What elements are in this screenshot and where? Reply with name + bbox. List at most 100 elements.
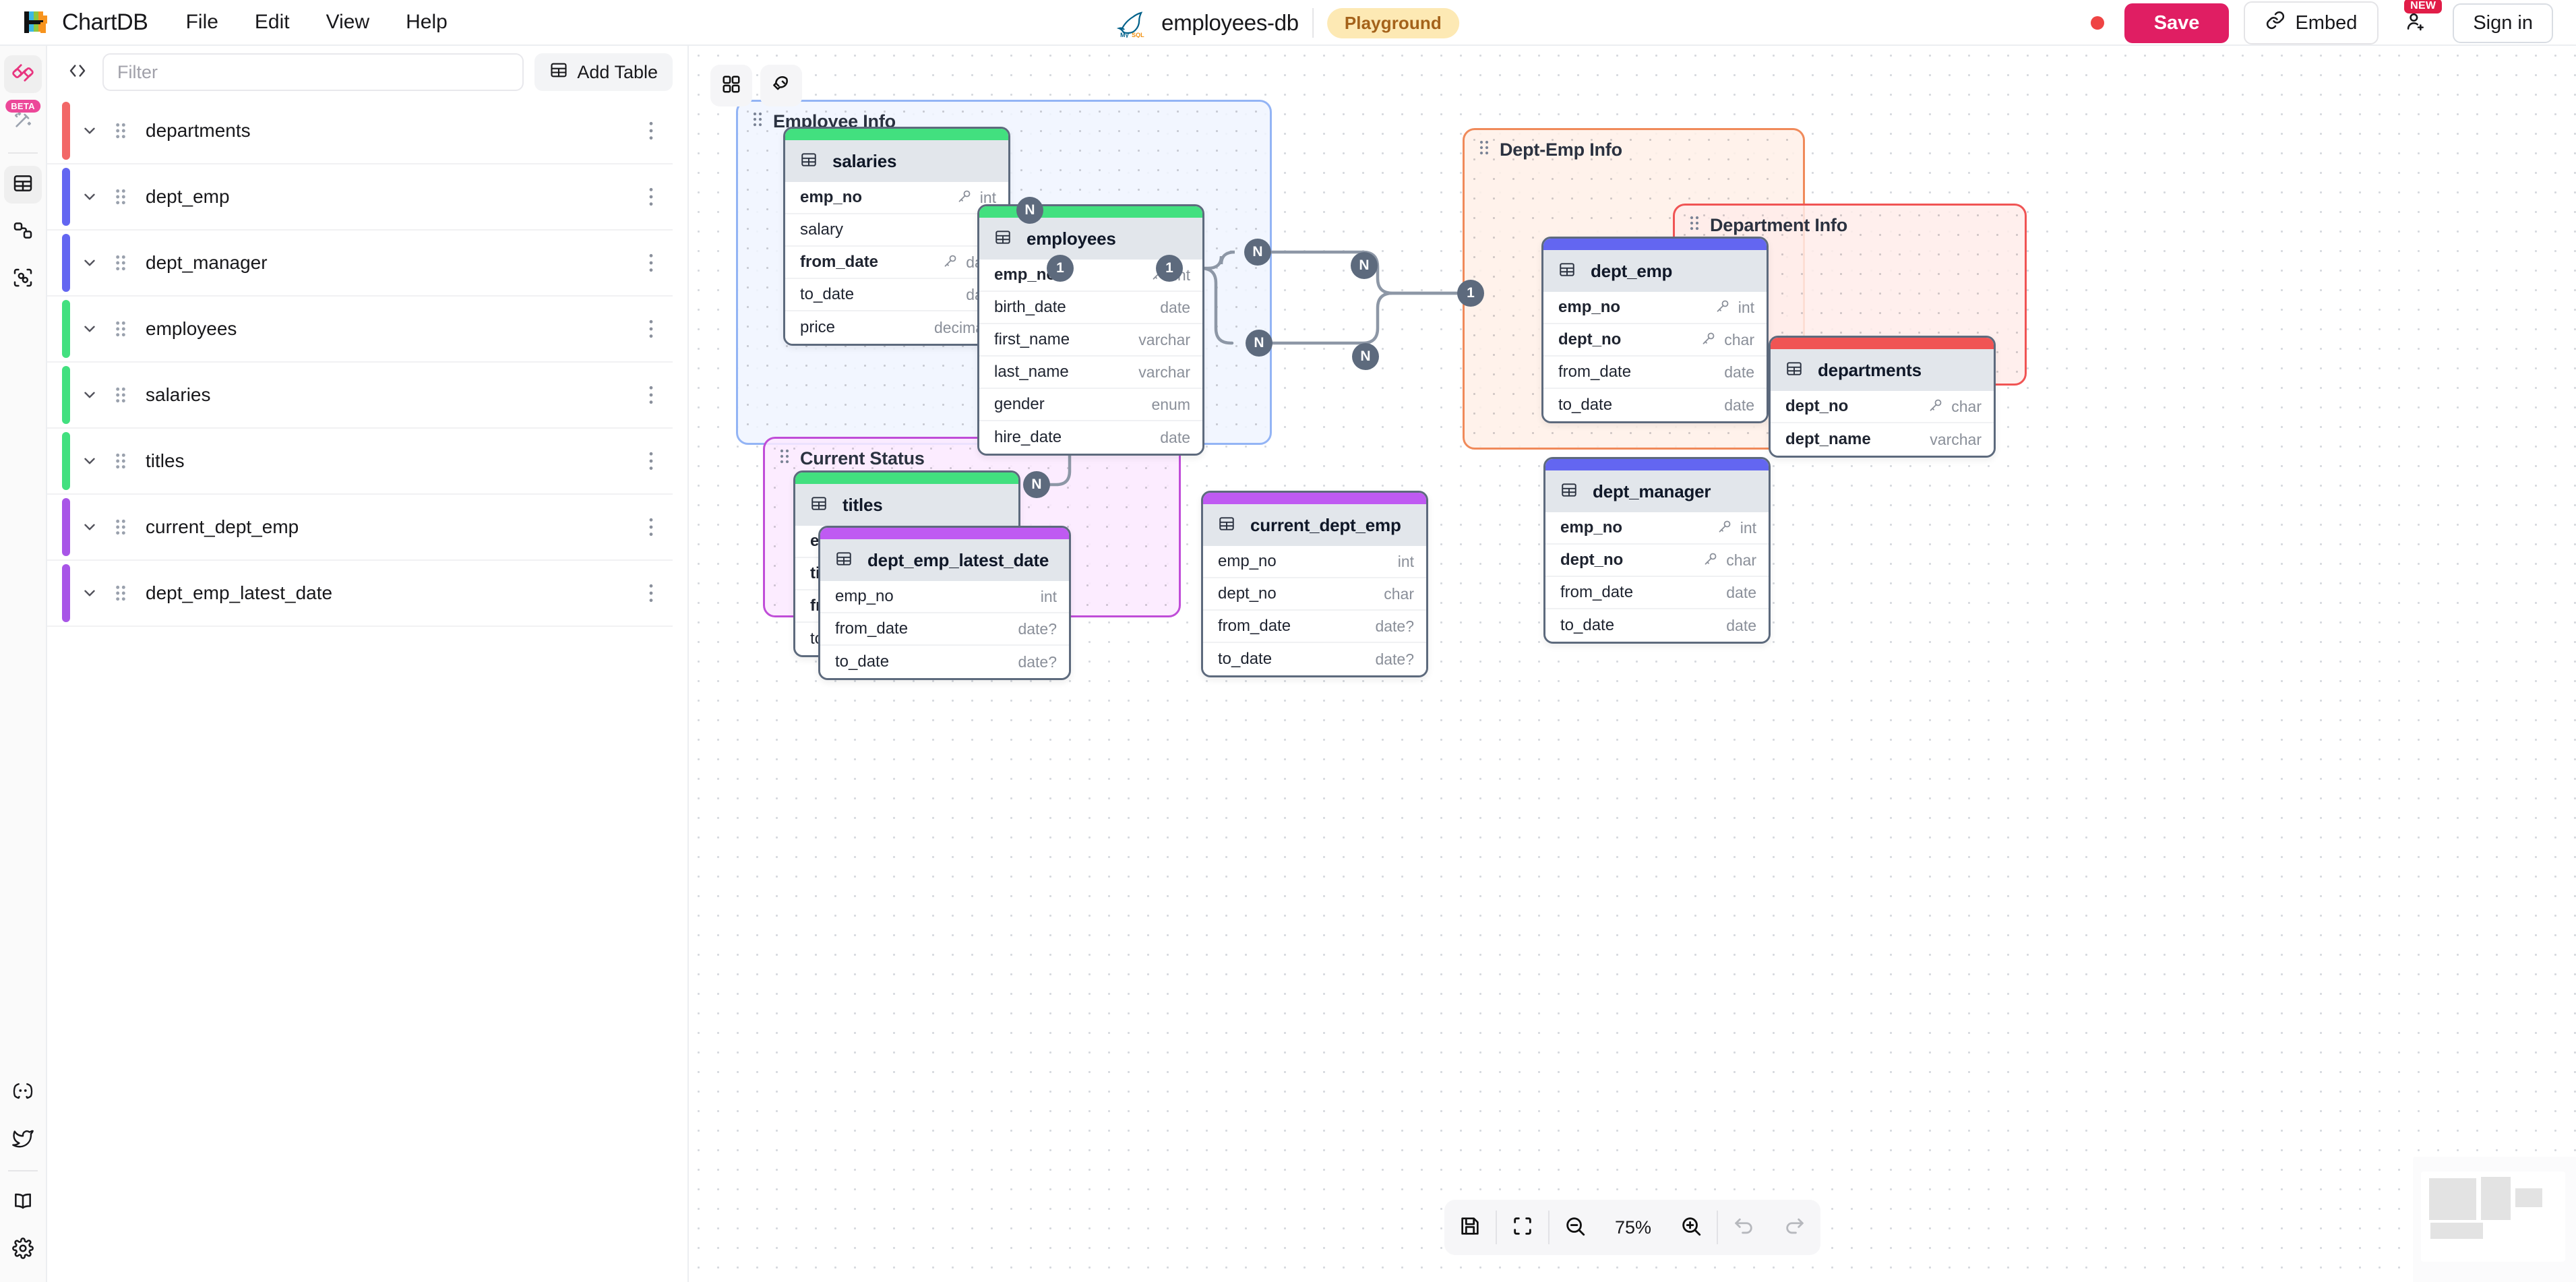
- table-column-row[interactable]: hire_datedate: [979, 421, 1202, 454]
- table-column-row[interactable]: dept_nochar: [1203, 578, 1426, 611]
- table-column-row[interactable]: to_datedate: [1545, 609, 1769, 642]
- table-node[interactable]: departmentsdept_nochardept_namevarchar: [1769, 336, 1996, 458]
- table-options-button[interactable]: [638, 187, 665, 207]
- drag-handle-icon[interactable]: [108, 518, 133, 536]
- table-list-item[interactable]: dept_emp: [47, 164, 673, 231]
- table-node-header[interactable]: titles: [795, 484, 1018, 526]
- table-column-row[interactable]: emp_noint: [820, 581, 1069, 613]
- chevron-down-icon[interactable]: [78, 386, 101, 404]
- table-column-row[interactable]: from_datedate?: [820, 613, 1069, 646]
- table-node[interactable]: dept_empemp_nointdept_nocharfrom_datedat…: [1541, 237, 1769, 423]
- save-button[interactable]: Save: [2124, 3, 2230, 43]
- table-list-item[interactable]: departments: [47, 98, 673, 164]
- rail-settings-button[interactable]: [4, 1231, 42, 1269]
- table-options-button[interactable]: [638, 121, 665, 141]
- table-node[interactable]: current_dept_empemp_nointdept_nocharfrom…: [1201, 491, 1428, 677]
- menu-edit[interactable]: Edit: [252, 7, 293, 38]
- chevron-down-icon[interactable]: [78, 122, 101, 140]
- table-column-row[interactable]: dept_nochar: [1543, 324, 1767, 357]
- table-column-row[interactable]: last_namevarchar: [979, 357, 1202, 389]
- table-column-row[interactable]: emp_noint: [785, 182, 1008, 214]
- zoom-level-label[interactable]: 75%: [1601, 1217, 1665, 1238]
- drag-handle-icon[interactable]: [108, 386, 133, 404]
- redo-button[interactable]: [1769, 1200, 1820, 1255]
- table-node-header[interactable]: dept_emp: [1543, 250, 1767, 292]
- chevron-down-icon[interactable]: [78, 320, 101, 338]
- table-list-item[interactable]: dept_emp_latest_date: [47, 561, 673, 627]
- rail-tables-button[interactable]: [4, 166, 42, 204]
- chevron-down-icon[interactable]: [78, 452, 101, 470]
- menu-help[interactable]: Help: [403, 7, 450, 38]
- table-column-row[interactable]: from_datedate: [1543, 357, 1767, 389]
- drag-handle-icon[interactable]: [752, 111, 764, 132]
- menu-file[interactable]: File: [183, 7, 221, 38]
- toolbar-save-button[interactable]: [1444, 1200, 1496, 1255]
- table-options-button[interactable]: [638, 451, 665, 471]
- drag-handle-icon[interactable]: [108, 188, 133, 206]
- zoom-out-button[interactable]: [1550, 1200, 1601, 1255]
- table-column-row[interactable]: to_datedate?: [1203, 643, 1426, 675]
- rail-dependencies-button[interactable]: [4, 260, 42, 298]
- diagram-canvas[interactable]: Employee InfoDept-Emp InfoDepartment Inf…: [689, 46, 2576, 1282]
- embed-button[interactable]: Embed: [2244, 1, 2379, 44]
- rail-discord-button[interactable]: [4, 1073, 42, 1111]
- table-node-header[interactable]: dept_emp_latest_date: [820, 539, 1069, 581]
- drag-handle-icon[interactable]: [108, 452, 133, 470]
- rail-diagrams-button[interactable]: [4, 55, 42, 93]
- table-node-header[interactable]: salaries: [785, 140, 1008, 182]
- table-column-row[interactable]: to_datedate?: [820, 646, 1069, 678]
- magnet-snap-button[interactable]: [760, 65, 802, 106]
- drag-handle-icon[interactable]: [1688, 215, 1700, 236]
- add-user-button[interactable]: NEW: [2393, 5, 2438, 41]
- table-node[interactable]: dept_manageremp_nointdept_nocharfrom_dat…: [1543, 457, 1771, 644]
- table-column-row[interactable]: dept_nochar: [1771, 391, 1994, 423]
- table-column-row[interactable]: from_datedate: [1545, 577, 1769, 609]
- add-table-button[interactable]: Add Table: [534, 53, 673, 91]
- table-list-item[interactable]: employees: [47, 297, 673, 363]
- minimap[interactable]: [2413, 1157, 2576, 1282]
- fit-view-button[interactable]: [1497, 1200, 1548, 1255]
- table-node[interactable]: employeesemp_nointbirth_datedatefirst_na…: [977, 204, 1204, 456]
- undo-button[interactable]: [1718, 1200, 1769, 1255]
- table-column-row[interactable]: from_datedate?: [1203, 611, 1426, 643]
- table-list-item[interactable]: current_dept_emp: [47, 495, 673, 561]
- chevron-down-icon[interactable]: [78, 188, 101, 206]
- sign-in-button[interactable]: Sign in: [2453, 3, 2553, 43]
- zoom-in-button[interactable]: [1665, 1200, 1717, 1255]
- table-list-item[interactable]: dept_manager: [47, 231, 673, 297]
- table-column-row[interactable]: birth_datedate: [979, 292, 1202, 324]
- rail-magic-button[interactable]: BETA: [4, 102, 42, 140]
- table-node-header[interactable]: employees: [979, 218, 1202, 260]
- rail-relationships-button[interactable]: [4, 213, 42, 251]
- menu-view[interactable]: View: [324, 7, 372, 38]
- table-column-row[interactable]: emp_noint: [1543, 292, 1767, 324]
- table-options-button[interactable]: [638, 583, 665, 603]
- table-column-row[interactable]: to_datedate: [1543, 389, 1767, 421]
- drag-handle-icon[interactable]: [778, 448, 791, 469]
- table-node-header[interactable]: departments: [1771, 349, 1994, 391]
- table-node-header[interactable]: dept_manager: [1545, 470, 1769, 512]
- drag-handle-icon[interactable]: [108, 320, 133, 338]
- table-options-button[interactable]: [638, 385, 665, 405]
- table-column-row[interactable]: from_datedate: [785, 247, 1008, 279]
- table-column-row[interactable]: genderenum: [979, 389, 1202, 421]
- table-column-row[interactable]: to_datedate: [785, 279, 1008, 311]
- table-column-row[interactable]: pricedecimal?: [785, 311, 1008, 344]
- table-column-row[interactable]: dept_namevarchar: [1771, 423, 1994, 456]
- filter-input[interactable]: [102, 53, 524, 91]
- table-list-item[interactable]: titles: [47, 429, 673, 495]
- table-options-button[interactable]: [638, 319, 665, 339]
- drag-handle-icon[interactable]: [108, 584, 133, 602]
- table-options-button[interactable]: [638, 517, 665, 537]
- table-column-row[interactable]: emp_noint: [1545, 512, 1769, 545]
- table-column-row[interactable]: first_namevarchar: [979, 324, 1202, 357]
- chevron-down-icon[interactable]: [78, 254, 101, 272]
- rail-twitter-button[interactable]: [4, 1120, 42, 1158]
- table-node-header[interactable]: current_dept_emp: [1203, 504, 1426, 546]
- drag-handle-icon[interactable]: [108, 122, 133, 140]
- chevron-down-icon[interactable]: [78, 584, 101, 602]
- table-column-row[interactable]: dept_nochar: [1545, 545, 1769, 577]
- drag-handle-icon[interactable]: [1478, 140, 1490, 160]
- table-node[interactable]: salariesemp_nointsalaryintfrom_datedatet…: [783, 127, 1010, 346]
- collapse-panel-button[interactable]: [63, 58, 92, 86]
